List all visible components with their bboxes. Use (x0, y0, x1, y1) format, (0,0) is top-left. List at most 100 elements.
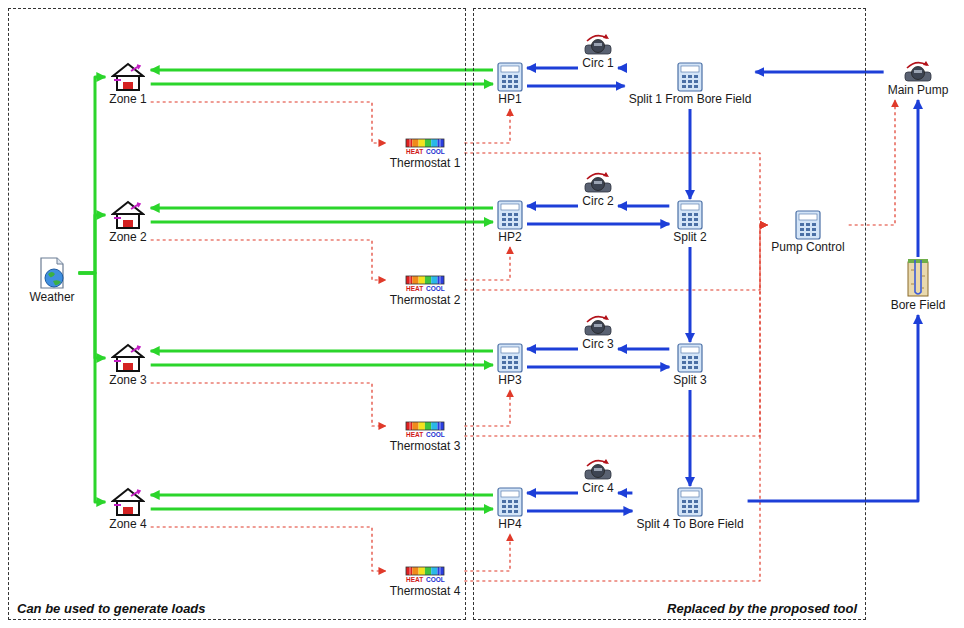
component-label: Circ 2 (582, 194, 613, 208)
component-label: Zone 3 (109, 373, 146, 387)
component-box: Pump Control (768, 210, 847, 256)
component-label: Thermostat 3 (390, 439, 461, 453)
component-label: Split 2 (673, 230, 706, 244)
thermostat-mode-label: COOL (426, 576, 445, 584)
fluid-pipe (527, 67, 578, 70)
component-label: Circ 4 (582, 481, 613, 495)
component-box: Split 4 To Bore Field (633, 487, 746, 533)
fluid-pipe (527, 85, 625, 88)
component-label: HP1 (498, 92, 521, 106)
thermostat-mode-label: COOL (426, 148, 445, 156)
pump-icon (582, 34, 614, 56)
load-connection (79, 77, 106, 273)
fluid-pipe (917, 100, 920, 257)
fluid-pipe (755, 71, 883, 74)
component-box: Main Pump (885, 61, 952, 99)
component-box: Split 1 From Bore Field (626, 62, 755, 108)
thermostat-mode-label: COOL (426, 285, 445, 293)
zone-building-icon (111, 200, 145, 230)
component-box: Circ 2 (579, 172, 617, 210)
component-box: Zone 1 (106, 62, 149, 108)
thermostat-mode-label: HEAT (406, 285, 423, 293)
control-signal (464, 534, 510, 571)
component-box: Zone 4 (106, 487, 149, 533)
control-signal (464, 225, 767, 581)
component-box: Zone 2 (106, 200, 149, 246)
component-icon (497, 62, 523, 92)
component-box: HP2 (494, 200, 526, 246)
pump-icon (582, 459, 614, 481)
component-box: Circ 1 (579, 34, 617, 72)
control-signal (464, 390, 510, 426)
component-icon (677, 62, 703, 92)
control-signal (151, 527, 386, 571)
control-signal (464, 109, 510, 143)
component-icon (497, 487, 523, 517)
component-box: Bore Field (888, 258, 949, 314)
component-label: Thermostat 1 (390, 156, 461, 170)
fluid-pipe (527, 510, 632, 513)
thermostat-mode-label: HEAT (406, 148, 423, 156)
fluid-pipe (618, 348, 669, 351)
component-box: Circ 4 (579, 459, 617, 497)
component-icon (677, 343, 703, 373)
control-signal (151, 240, 386, 280)
component-label: Zone 1 (109, 92, 146, 106)
fluid-pipe (618, 67, 625, 70)
component-box: HP3 (494, 343, 526, 389)
component-label: Circ 3 (582, 337, 613, 351)
region-band: Circ 1 HP1 Split 1 From Bore FieldCirc 2 HP… (473, 8, 866, 620)
load-connection (151, 207, 493, 210)
pump-icon (902, 61, 934, 83)
component-box: Thermostat 4 (387, 566, 464, 600)
thermostat-mode-label: HEAT (406, 431, 423, 439)
component-box: Thermostat 1 (387, 138, 464, 172)
zone-building-icon (111, 343, 145, 373)
control-signal (151, 383, 386, 426)
control-signal (464, 225, 767, 436)
region-caption: Can be used to generate loads (17, 601, 206, 616)
component-icon (795, 210, 821, 240)
load-connection (151, 221, 493, 224)
zone-building-icon (111, 487, 145, 517)
component-icon (677, 487, 703, 517)
component-label: HP3 (498, 373, 521, 387)
component-icon (497, 343, 523, 373)
fluid-pipe (689, 109, 692, 199)
component-label: Bore Field (891, 298, 946, 312)
component-box: Split 3 (670, 343, 709, 389)
fluid-pipe (689, 390, 692, 486)
load-connection (79, 215, 106, 273)
thermostat-mode-label: HEAT (406, 576, 423, 584)
fluid-pipe (527, 223, 669, 226)
fluid-pipe (527, 366, 669, 369)
component-icon (677, 200, 703, 230)
component-box: Thermostat 2 (387, 275, 464, 309)
component-label: Thermostat 4 (390, 584, 461, 598)
fluid-pipe (618, 205, 669, 208)
component-label: Main Pump (888, 83, 949, 97)
load-connection (151, 364, 493, 367)
load-connection (79, 273, 106, 358)
component-box: Split 2 (670, 200, 709, 246)
component-box: Zone 3 (106, 343, 149, 389)
component-label: Circ 1 (582, 56, 613, 70)
fluid-pipe (527, 205, 578, 208)
bore-field-icon (905, 258, 931, 298)
control-signal (464, 153, 767, 225)
control-signal (464, 225, 767, 290)
component-label: Thermostat 2 (390, 293, 461, 307)
component-box: Thermostat 3 (387, 421, 464, 455)
component-box: HP1 (494, 62, 526, 108)
component-label: HP2 (498, 230, 521, 244)
fluid-pipe (748, 315, 918, 501)
weather-icon (37, 256, 67, 290)
component-box: Circ 3 (579, 315, 617, 353)
pump-icon (582, 172, 614, 194)
control-signal (151, 102, 386, 143)
component-label: Zone 2 (109, 230, 146, 244)
load-connection (151, 83, 493, 86)
component-label: Split 1 From Bore Field (629, 92, 752, 106)
load-connection (151, 494, 493, 497)
